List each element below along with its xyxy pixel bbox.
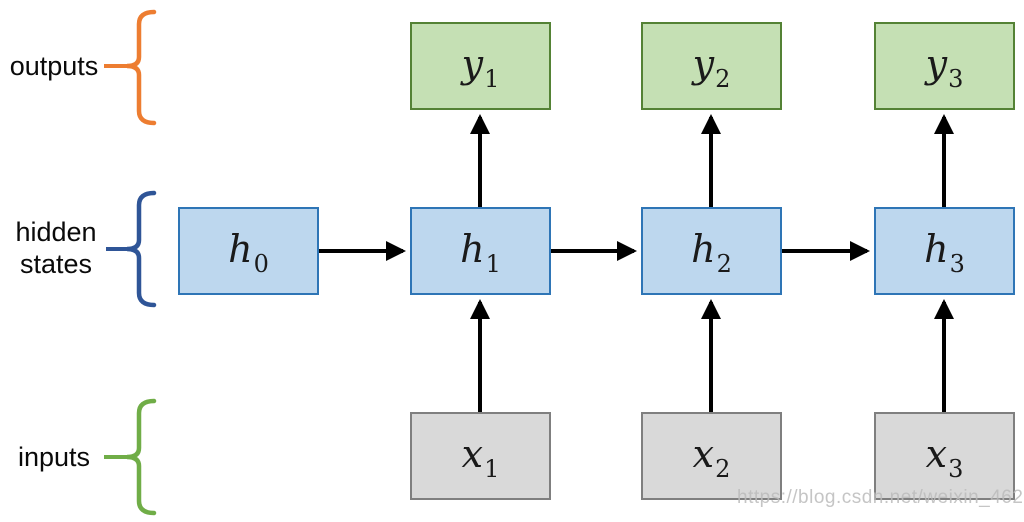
node-y1-label: y1 <box>461 42 500 93</box>
node-h0-label: h0 <box>228 227 269 278</box>
node-x1-label: x1 <box>461 432 500 483</box>
node-h1: h1 <box>410 207 551 295</box>
node-y3: y3 <box>874 22 1015 110</box>
row-label-inputs: inputs <box>17 442 91 472</box>
node-y2: y2 <box>641 22 782 110</box>
hidden-states-brace <box>126 190 157 308</box>
node-h2: h2 <box>641 207 782 295</box>
node-h3: h3 <box>874 207 1015 295</box>
node-x3-label: x3 <box>925 432 964 483</box>
node-x3: x3 <box>874 412 1015 500</box>
node-h2-label: h2 <box>691 227 732 278</box>
inputs-brace <box>126 398 157 516</box>
row-label-hidden-states: hidden states <box>0 216 112 280</box>
node-y1: y1 <box>410 22 551 110</box>
node-y2-label: y2 <box>692 42 731 93</box>
node-x2: x2 <box>641 412 782 500</box>
row-label-hidden-line2: states <box>19 249 93 279</box>
outputs-brace <box>126 9 157 126</box>
row-label-hidden-line1: hidden <box>15 217 97 247</box>
node-y3-label: y3 <box>925 42 964 93</box>
node-h3-label: h3 <box>924 227 965 278</box>
row-label-outputs: outputs <box>9 51 99 81</box>
csdn-watermark: https://blog.csdn.net/weixin_46274168 <box>737 487 1024 508</box>
node-x2-label: x2 <box>692 432 731 483</box>
node-x1: x1 <box>410 412 551 500</box>
node-h0: h0 <box>178 207 319 295</box>
node-h1-label: h1 <box>460 227 501 278</box>
